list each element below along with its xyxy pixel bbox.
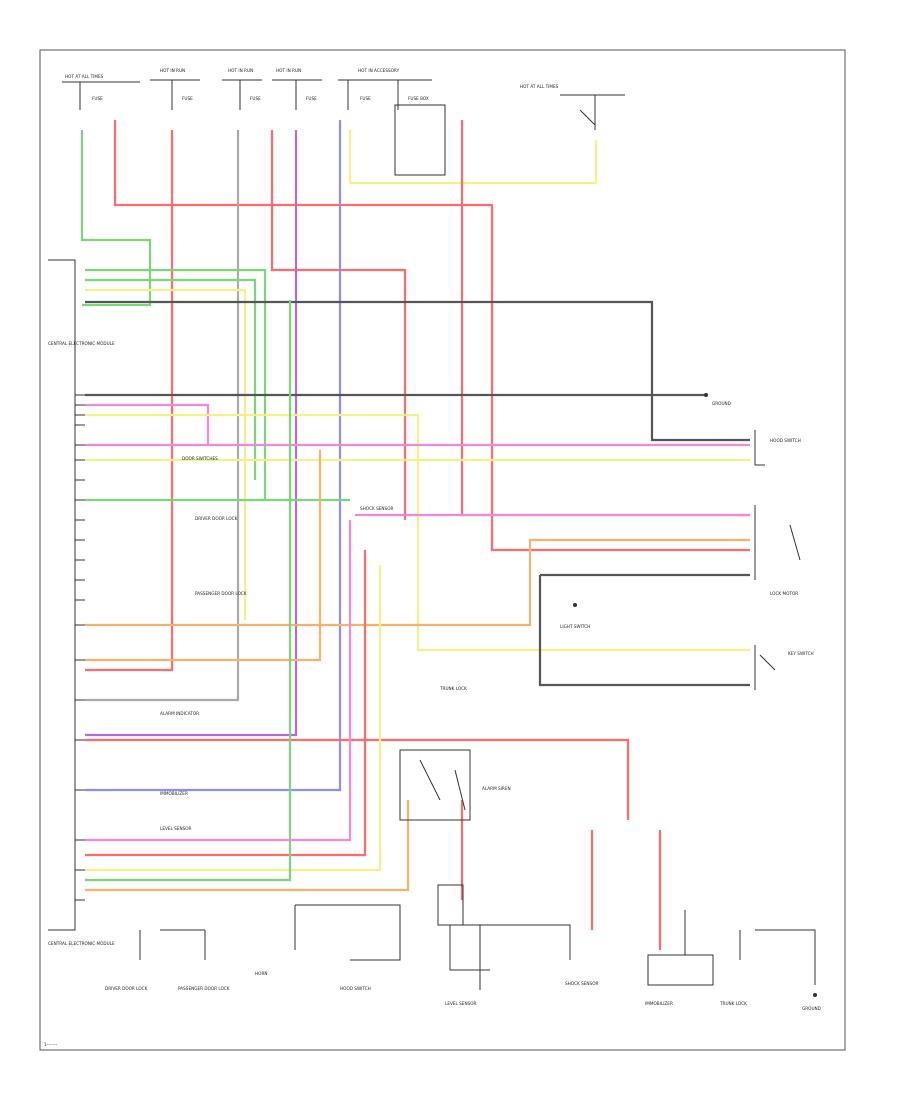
ground-label-1: GROUND [712, 401, 731, 406]
cem-pin-ticks [75, 394, 85, 901]
fuse-labels: FUSE FUSE FUSE FUSE FUSE FUSE BOX [92, 96, 429, 101]
fuse-label-4: FUSE [306, 96, 317, 101]
wire-yellow-5 [85, 565, 382, 872]
hood-switch-bracket [754, 430, 765, 466]
ground-pin-3 [813, 993, 817, 997]
bottom-components: DRIVER DOOR LOCK PASSENGER DOOR LOCK HOR… [105, 884, 821, 1011]
wire-red-6 [85, 550, 367, 857]
bottom-box-2 [647, 954, 714, 986]
wire-yellow-2 [85, 288, 247, 620]
wire-red-3 [270, 130, 407, 520]
hood-switch-label: HOOD SWITCH [770, 438, 801, 443]
trunk-lock-label: TRUNK LOCK [439, 686, 467, 691]
power-section: HOT AT ALL TIMES HOT IN RUN HOT IN RUN H… [62, 68, 625, 176]
cem-top-label: CENTRAL ELECTRONIC MODULE [48, 341, 115, 346]
wire-orange-3 [85, 800, 410, 892]
lock-motor-label: LOCK MOTOR [770, 591, 798, 596]
fuse-label-1: FUSE [92, 96, 103, 101]
passenger-door-lock-label: PASSENGER DOOR LOCK [195, 591, 247, 596]
footer-code: 1------- [44, 1042, 58, 1047]
alarm-relay: ALARM SIREN [399, 749, 511, 821]
label-hot-at-all-times-1: HOT AT ALL TIMES [65, 74, 104, 79]
bottom-label-level: LEVEL SENSOR [445, 1001, 477, 1006]
wire-red-1 [113, 120, 750, 552]
wire-pink-4 [85, 520, 352, 842]
bottom-conn-1 [139, 929, 206, 960]
wire-green-3 [85, 278, 257, 480]
label-hot-in-run-3: HOT IN RUN [276, 68, 301, 73]
bottom-box-1 [437, 884, 464, 926]
wire-yellow-3 [85, 413, 750, 652]
wires [80, 120, 750, 950]
wire-gray-1 [85, 130, 240, 702]
label-hot-in-run-2: HOT IN RUN [228, 68, 253, 73]
fuse-drops [79, 80, 399, 110]
relay-box [394, 104, 446, 176]
bottom-label-hood: HOOD SWITCH [340, 986, 371, 991]
wire-red-5 [85, 738, 630, 820]
fuse-brackets [62, 79, 432, 83]
cem-bracket [48, 259, 76, 931]
label-hot-in-run-1: HOT IN RUN [160, 68, 185, 73]
bottom-label-immobilizer: IMMOBILIZER [645, 1001, 673, 1006]
shock-sensor-label: SHOCK SENSOR [360, 506, 393, 511]
alarm-module-label: ALARM SIREN [482, 786, 511, 791]
bottom-label-driver-lock: DRIVER DOOR LOCK [105, 986, 148, 991]
bottom-conn-4 [684, 910, 816, 985]
fuse-label-3: FUSE [250, 96, 261, 101]
fuse-label-2: FUSE [182, 96, 193, 101]
wire-red-2 [85, 130, 174, 672]
bottom-label-trunk: TRUNK LOCK [719, 1001, 747, 1006]
alarm-relay-box [399, 749, 471, 821]
wire-orange-1 [85, 538, 750, 627]
light-switch-label: LIGHT SWITCH [560, 624, 590, 629]
level-sensor-label: LEVEL SENSOR [160, 826, 192, 831]
wire-yellow-1 [348, 130, 598, 185]
bottom-conn-3 [449, 924, 571, 990]
bottom-conn-2 [294, 904, 401, 961]
lock-motor-bracket [754, 505, 801, 580]
wire-green-2 [85, 268, 267, 500]
wire-red-4 [460, 120, 750, 517]
right-components: GROUND HOOD SWITCH LOCK MOTOR KEY SWITCH… [560, 393, 814, 690]
diagram-frame [39, 49, 846, 1051]
wire-pink-1 [85, 403, 210, 445]
fuse-label-6: FUSE BOX [408, 96, 429, 101]
ignition-switch [560, 94, 625, 130]
wire-darkgray-3 [538, 573, 750, 687]
key-switch-bracket [754, 645, 776, 690]
bottom-label-horn: HORN [255, 971, 268, 976]
ground-pin-1 [704, 393, 708, 397]
wire-orange-2 [85, 450, 322, 662]
alarm-indicator-label: ALARM INDICATOR [160, 711, 199, 716]
wire-violet-1 [85, 130, 298, 737]
ground-pin-2 [573, 603, 577, 607]
bottom-label-passenger-lock: PASSENGER DOOR LOCK [178, 986, 230, 991]
middle-labels: DOOR SWITCHES SHOCK SENSOR DRIVER DOOR L… [160, 456, 467, 831]
wire-darkgray-1 [85, 300, 750, 442]
label-hot-at-all-times-2: HOT AT ALL TIMES [520, 84, 559, 89]
key-switch-label: KEY SWITCH [788, 651, 814, 656]
wire-green-1 [80, 130, 152, 307]
fuse-label-5: FUSE [360, 96, 371, 101]
cem-bottom-label: CENTRAL ELECTRONIC MODULE [48, 941, 115, 946]
wire-blue-1 [85, 120, 342, 792]
driver-door-lock-label: DRIVER DOOR LOCK [195, 516, 238, 521]
wire-green-5 [85, 300, 292, 882]
label-hot-in-accessory: HOT IN ACCESSORY [358, 68, 400, 73]
alarm-relay-contacts [419, 759, 466, 811]
immobilizer-label: IMMOBILIZER [160, 791, 188, 796]
cem-connector: CENTRAL ELECTRONIC MODULE CENTRAL ELECTR… [48, 259, 115, 946]
bottom-label-shock: SHOCK SENSOR [565, 981, 598, 986]
door-switches-label: DOOR SWITCHES [182, 456, 218, 461]
ground-label-2: GROUND [802, 1006, 821, 1011]
